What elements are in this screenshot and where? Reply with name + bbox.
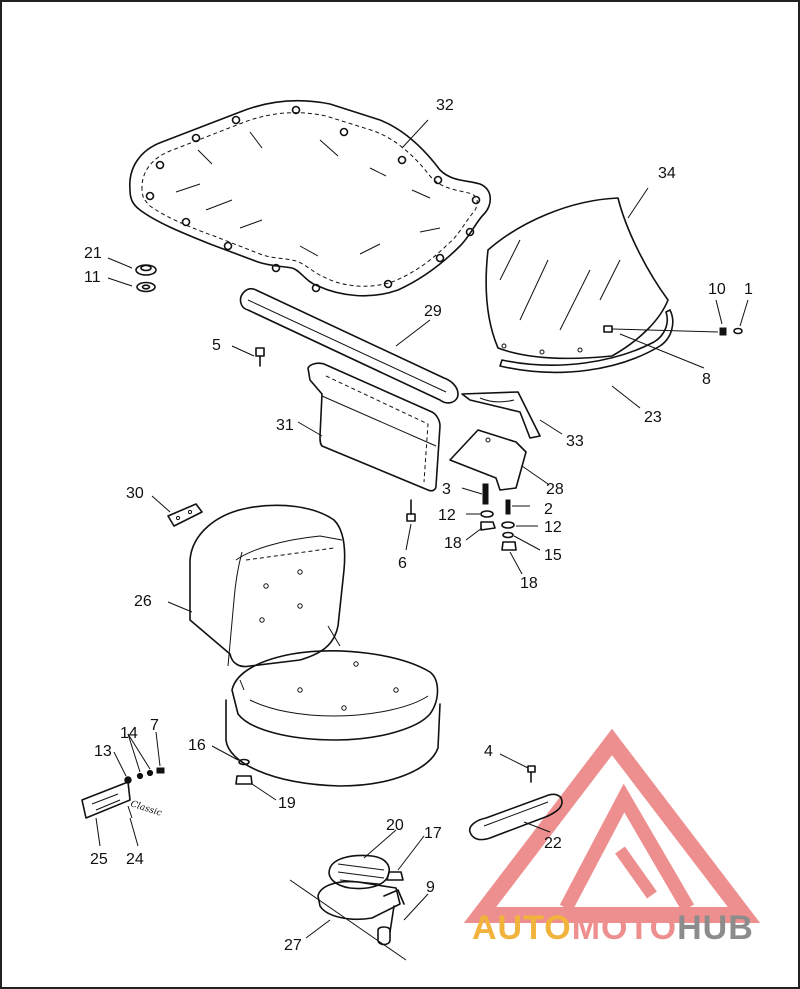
- callout-34: 34: [658, 165, 676, 182]
- watermark-auto: AUTOMOTOHUB: [472, 909, 754, 947]
- callout-numbers: 32 34 21 11 29 10 1 5 8 23 33 31 28 3 2 …: [84, 97, 753, 954]
- part-16-washer: [238, 758, 250, 766]
- part-21-grommet: [135, 264, 157, 276]
- callout-23: 23: [644, 409, 662, 426]
- part-27-footpeg: [289, 879, 407, 961]
- part-12-washer-left: [480, 510, 494, 518]
- callout-26: 26: [134, 593, 152, 610]
- part-28-bracket: [449, 429, 527, 491]
- part-32-cover: [129, 99, 492, 297]
- callout-15: 15: [544, 547, 562, 564]
- callout-17: 17: [424, 825, 442, 842]
- callout-4: 4: [484, 743, 493, 760]
- emblem-text: Classic: [129, 799, 163, 818]
- callout-19: 19: [278, 795, 296, 812]
- part-7-screw: [156, 767, 165, 774]
- callout-33: 33: [566, 433, 584, 450]
- part-6-screw: [406, 499, 416, 522]
- part-9-clevis-pin: [377, 905, 395, 946]
- callout-10: 10: [708, 281, 726, 298]
- callout-1: 1: [744, 281, 753, 298]
- callout-6: 6: [398, 555, 407, 572]
- watermark: AUTOMOTOHUB: [463, 728, 761, 947]
- part-17-nut: [386, 871, 404, 881]
- part-3-stud: [482, 483, 489, 505]
- part-26-seat: [189, 504, 441, 787]
- part-18-nut-left: [480, 521, 496, 531]
- callout-11: 11: [84, 269, 101, 286]
- callout-12-left: 12: [438, 507, 456, 524]
- part-10-nut: [719, 327, 727, 336]
- part-15-washer: [502, 531, 514, 539]
- part-4-screw: [527, 765, 536, 783]
- callout-16: 16: [188, 737, 206, 754]
- callout-13: 13: [94, 743, 112, 760]
- part-20-footpeg-rubber: [328, 854, 390, 890]
- callout-32: 32: [436, 97, 454, 114]
- part-29-bolster: [239, 287, 459, 404]
- part-25-backing-plate: [81, 781, 131, 819]
- callout-18-left: 18: [444, 535, 462, 552]
- callout-25: 25: [90, 851, 108, 868]
- part-30-plate: [167, 503, 203, 527]
- callout-18-right: 18: [520, 575, 538, 592]
- callout-9: 9: [426, 879, 435, 896]
- watermark-logo: [463, 728, 761, 923]
- callout-5: 5: [212, 337, 221, 354]
- part-11-washer: [136, 281, 156, 293]
- part-31-pouch: [307, 362, 441, 492]
- callout-30: 30: [126, 485, 144, 502]
- callout-28: 28: [546, 481, 564, 498]
- part-33-bracket: [461, 391, 541, 439]
- part-12-washer-right: [501, 521, 515, 529]
- part-23-trim: [499, 309, 674, 374]
- leader-lines: [95, 119, 749, 939]
- callout-8: 8: [702, 371, 711, 388]
- callout-21: 21: [84, 245, 102, 262]
- callout-12-right: 12: [544, 519, 562, 536]
- part-19-nut: [235, 775, 253, 785]
- callout-2: 2: [544, 501, 553, 518]
- part-14-washer: [136, 769, 154, 780]
- part-24-emblem: Classic: [127, 799, 163, 819]
- callout-3: 3: [442, 481, 451, 498]
- part-1-washer: [733, 327, 743, 335]
- callout-20: 20: [386, 817, 404, 834]
- callout-22: 22: [544, 835, 562, 852]
- part-22-footboard-pad: [468, 793, 563, 841]
- callout-27: 27: [284, 937, 302, 954]
- part-18-nut-right: [501, 541, 517, 551]
- callout-14: 14: [120, 725, 138, 742]
- callout-29: 29: [424, 303, 442, 320]
- part-8-screw: [603, 325, 719, 333]
- callout-7: 7: [150, 717, 159, 734]
- part-5-screw: [255, 347, 265, 367]
- callout-24: 24: [126, 851, 144, 868]
- callout-31: 31: [276, 417, 294, 434]
- part-2-stud: [505, 499, 511, 515]
- part-34-windshield: [485, 197, 669, 360]
